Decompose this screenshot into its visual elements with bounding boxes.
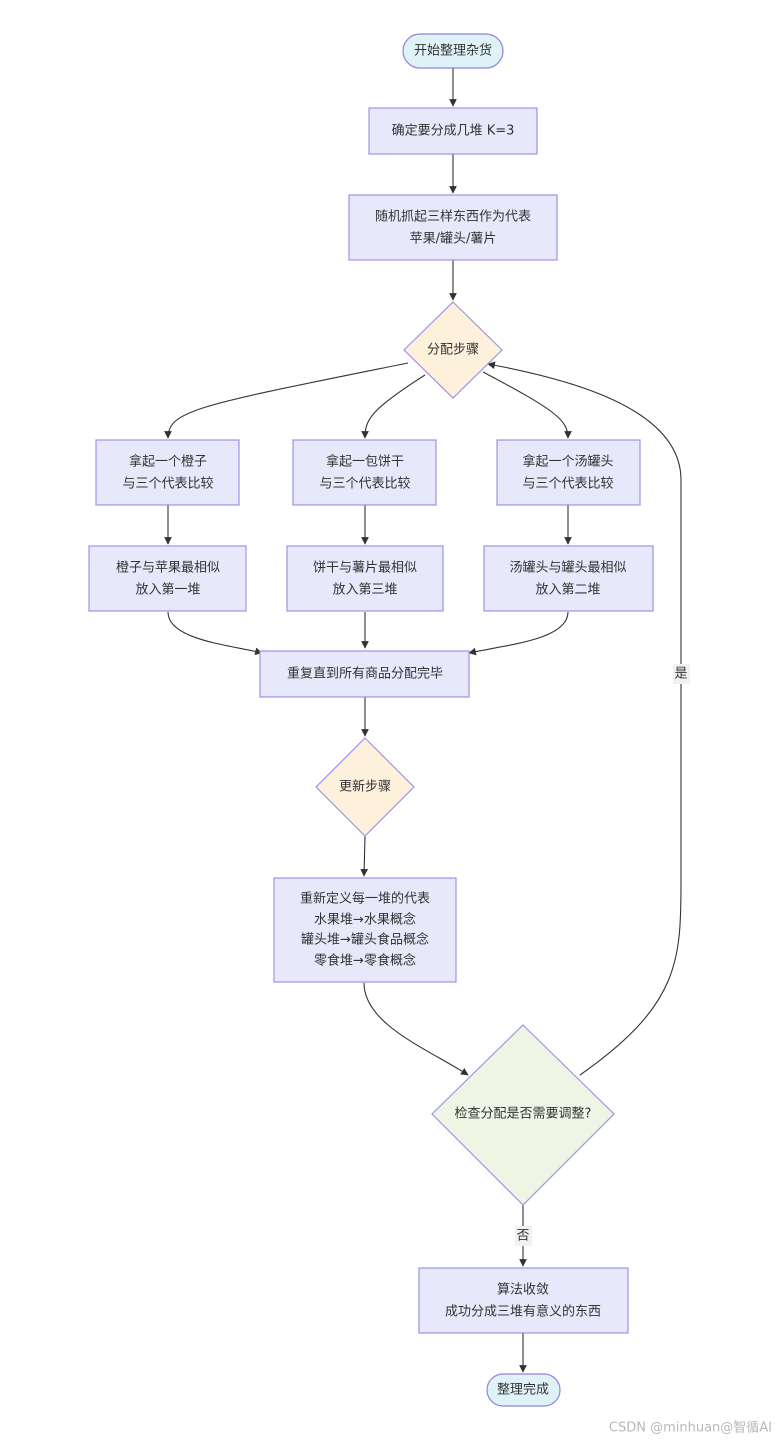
node-pick-soup-line1: 拿起一个汤罐头 [522, 454, 613, 470]
node-assign-text: 分配步骤 [427, 343, 479, 358]
edge-label-no: 否 [515, 1226, 532, 1246]
node-pick-cracker-line2: 与三个代表比较 [319, 477, 410, 492]
node-soup-result-line2: 放入第二堆 [535, 583, 600, 598]
node-start: 开始整理杂货 [402, 33, 504, 69]
node-pick-soup: 拿起一个汤罐头 与三个代表比较 [496, 439, 641, 506]
node-k-text: 确定要分成几堆 K=3 [392, 124, 515, 139]
node-orange-result-line2: 放入第一堆 [135, 583, 200, 598]
node-converge-line1: 算法收敛 [497, 1282, 549, 1298]
edge-update-to-redefine [360, 835, 369, 877]
node-reps-line1: 随机抓起三样东西作为代表 [375, 210, 531, 225]
node-pick-orange-line2: 与三个代表比较 [122, 477, 213, 492]
node-cracker-result-line2: 放入第三堆 [332, 583, 397, 598]
node-pick-cracker-line1: 拿起一包饼干 [326, 454, 404, 470]
edge-assign-to-soup [482, 371, 572, 439]
node-orange-result: 橙子与苹果最相似 放入第一堆 [88, 545, 247, 612]
node-redefine-line2: 水果堆→水果概念 [314, 912, 416, 928]
node-pick-orange-line1: 拿起一个橙子 [129, 454, 207, 470]
node-reps: 随机抓起三样东西作为代表 苹果/罐头/薯片 [348, 194, 558, 261]
node-update: 更新步骤 [315, 737, 415, 837]
watermark: CSDN @minhuan@智循AI [609, 1421, 772, 1436]
node-k: 确定要分成几堆 K=3 [368, 107, 538, 155]
node-redefine-line4: 零食堆→零食概念 [314, 953, 416, 969]
edge-label-yes: 是 [673, 664, 690, 684]
node-pick-soup-line2: 与三个代表比较 [522, 477, 613, 492]
node-end: 整理完成 [486, 1373, 561, 1407]
node-pick-orange: 拿起一个橙子 与三个代表比较 [95, 439, 240, 506]
node-orange-result-line1: 橙子与苹果最相似 [116, 561, 220, 576]
node-reps-line2: 苹果/罐头/薯片 [410, 232, 497, 247]
edge-orange-result-to-repeat [167, 611, 263, 656]
node-converge: 算法收敛 成功分成三堆有意义的东西 [418, 1267, 629, 1334]
node-redefine-line1: 重新定义每一堆的代表 [300, 891, 430, 907]
node-repeat-text: 重复直到所有商品分配完毕 [287, 666, 443, 682]
edge-redefine-to-check [363, 982, 469, 1076]
node-soup-result: 汤罐头与罐头最相似 放入第二堆 [483, 545, 654, 612]
node-end-text: 整理完成 [497, 1383, 549, 1398]
node-check-text: 检查分配是否需要调整? [455, 1107, 592, 1122]
node-pick-cracker: 拿起一包饼干 与三个代表比较 [292, 439, 437, 506]
node-assign: 分配步骤 [403, 301, 503, 399]
edge-label-no-text: 否 [516, 1229, 529, 1244]
edge-label-yes-text: 是 [674, 667, 687, 682]
node-check: 检查分配是否需要调整? [431, 1024, 615, 1206]
node-repeat: 重复直到所有商品分配完毕 [259, 650, 470, 698]
node-update-text: 更新步骤 [339, 779, 391, 795]
node-soup-result-line1: 汤罐头与罐头最相似 [509, 561, 626, 576]
node-redefine-line3: 罐头堆→罐头食品概念 [301, 932, 429, 948]
node-start-text: 开始整理杂货 [414, 43, 492, 59]
edge-assign-to-cracker [361, 374, 426, 439]
edges [164, 68, 682, 1373]
edge-soup-result-to-repeat [468, 611, 569, 656]
node-redefine: 重新定义每一堆的代表 水果堆→水果概念 罐头堆→罐头食品概念 零食堆→零食概念 [273, 877, 457, 983]
node-cracker-result-line1: 饼干与薯片最相似 [313, 561, 417, 576]
edge-check-yes-to-assign [487, 361, 682, 1076]
edge-assign-to-orange [164, 362, 409, 439]
node-cracker-result: 饼干与薯片最相似 放入第三堆 [286, 545, 444, 612]
node-converge-line2: 成功分成三堆有意义的东西 [445, 1304, 601, 1320]
